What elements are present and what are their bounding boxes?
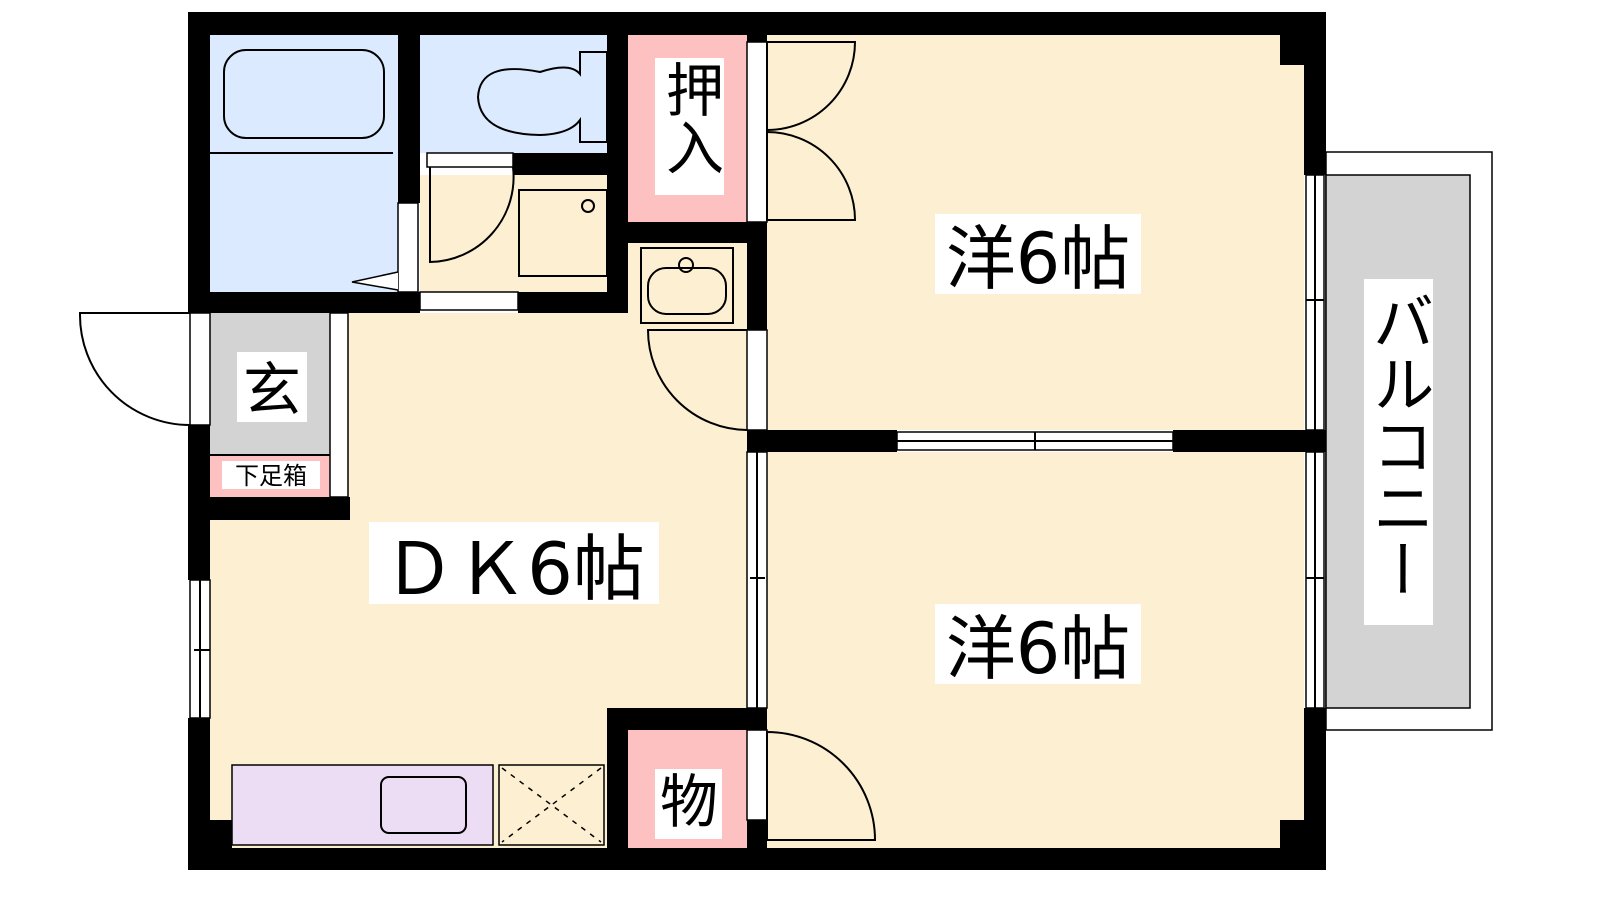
dk-label: ＤＫ6帖 [383, 527, 645, 611]
walls [188, 12, 1326, 870]
western-room-2-label: 洋6帖 [946, 608, 1131, 690]
washroom-floor [420, 175, 607, 292]
bathtub-icon [223, 49, 385, 139]
entrance-label: 玄 [243, 356, 301, 424]
doors-and-windows [78, 41, 1325, 841]
sink-area-floor [628, 243, 747, 330]
fridge-space [498, 764, 605, 846]
wash-basin [640, 247, 734, 324]
toilet-icon [476, 51, 608, 143]
shoe-cabinet-label: 下足箱 [235, 462, 307, 490]
western-room-1-label: 洋6帖 [946, 218, 1131, 300]
bathroom [210, 35, 398, 292]
closet-label: 押入 [656, 60, 724, 176]
toilet-room [420, 35, 607, 153]
balcony-label: バルコニー [1362, 290, 1435, 600]
storage-label: 物 [660, 768, 718, 836]
kitchen-sink-icon [380, 776, 467, 834]
kitchen-counter [231, 764, 494, 846]
